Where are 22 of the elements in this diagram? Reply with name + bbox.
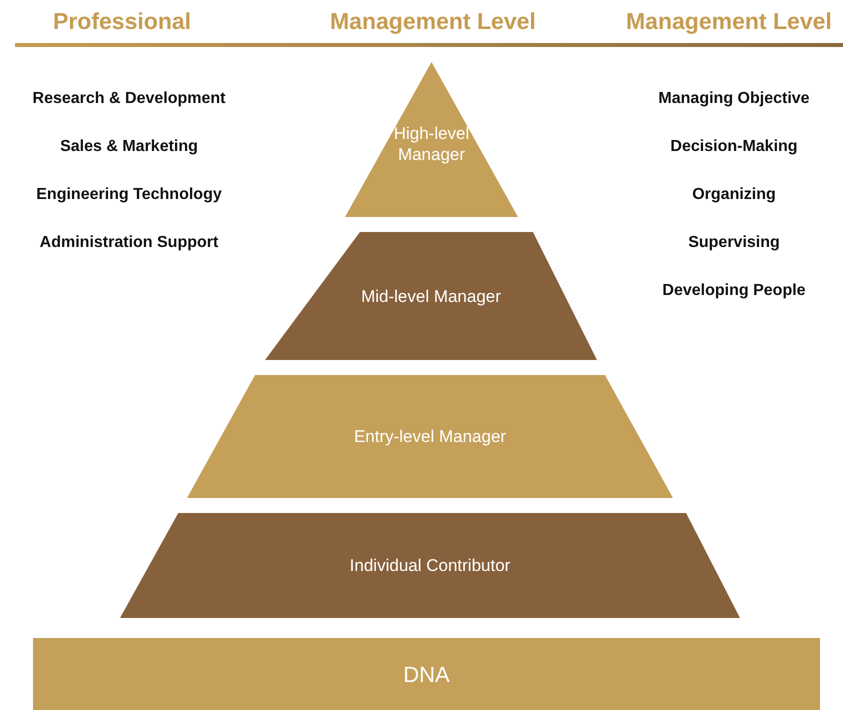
skill-item: Research & Development [32, 90, 226, 108]
skill-item: Supervising [688, 234, 780, 252]
column-heading: Management Level [626, 8, 832, 35]
tier-label: Entry-level Manager [354, 426, 506, 447]
pyramid-tier [265, 232, 597, 360]
tier-label: Individual Contributor [350, 555, 510, 576]
skill-item: Engineering Technology [36, 186, 222, 204]
column-heading: Management Level [330, 8, 536, 35]
skill-item: Administration Support [40, 234, 218, 252]
foundation-bar [33, 638, 820, 710]
tier-label: High-level Manager [392, 123, 470, 165]
pyramid-tier [187, 375, 673, 498]
pyramid-tier [120, 513, 740, 618]
skill-item: Organizing [692, 186, 776, 204]
skill-item: Developing People [662, 282, 806, 300]
column-heading: Professional [53, 8, 192, 35]
skill-item: Sales & Marketing [60, 138, 198, 156]
tier-label: DNA [403, 664, 450, 684]
tier-label: Mid-level Manager [361, 286, 501, 306]
skill-item: Decision-Making [670, 138, 798, 156]
pyramid-apex [345, 62, 518, 217]
skill-item: Managing Objective [658, 90, 810, 108]
